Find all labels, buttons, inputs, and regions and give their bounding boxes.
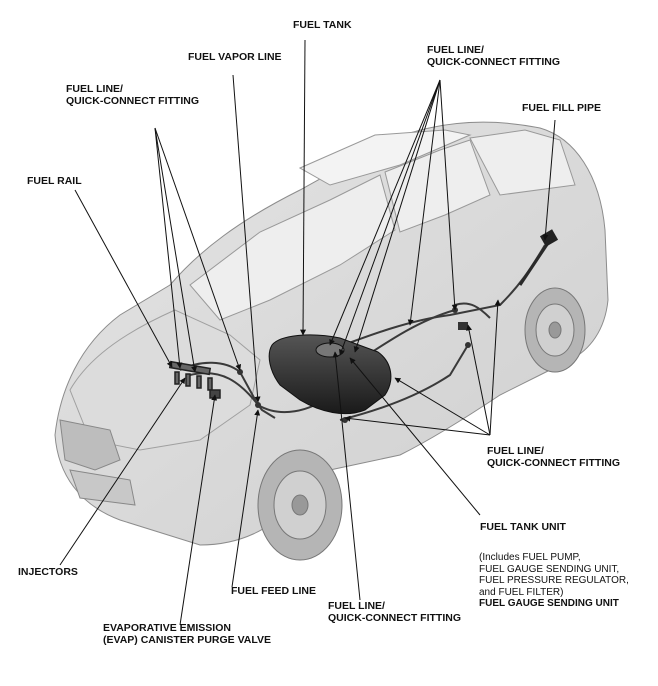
note-text-bold: FUEL GAUGE SENDING UNIT: [479, 598, 619, 609]
label-text: (EVAP) CANISTER PURGE VALVE: [103, 634, 272, 646]
car-grille: [59, 419, 136, 506]
note-text: FUEL GAUGE SENDING UNIT,: [479, 563, 620, 575]
label-text: QUICK-CONNECT FITTING: [66, 95, 199, 107]
label-text: FUEL LINE/: [427, 44, 484, 56]
fuel-tank-shape: [268, 334, 392, 415]
label-text: FUEL FILL PIPE: [522, 102, 601, 114]
label-text: FUEL RAIL: [27, 175, 82, 187]
label-text: FUEL VAPOR LINE: [188, 51, 282, 63]
label-text: EVAPORATIVE EMISSION: [103, 622, 231, 634]
label-qc-fitting-bottom: FUEL LINE/ QUICK-CONNECT FITTING: [328, 600, 461, 624]
label-text: FUEL LINE/: [487, 445, 544, 457]
label-text: QUICK-CONNECT FITTING: [328, 612, 461, 624]
label-fuel-fill-pipe: FUEL FILL PIPE: [522, 102, 601, 114]
label-fuel-tank: FUEL TANK: [293, 19, 352, 31]
note-text: and FUEL FILTER): [479, 586, 564, 598]
label-evap-purge-valve: EVAPORATIVE EMISSION (EVAP) CANISTER PUR…: [103, 622, 271, 646]
label-qc-fitting-mid-right: FUEL LINE/ QUICK-CONNECT FITTING: [487, 445, 620, 469]
label-fuel-vapor-line: FUEL VAPOR LINE: [188, 51, 282, 63]
car-glass: [189, 129, 576, 321]
label-text: QUICK-CONNECT FITTING: [427, 56, 560, 68]
label-text: FUEL TANK UNIT: [480, 521, 566, 533]
label-fuel-tank-unit: FUEL TANK UNIT: [480, 521, 566, 533]
label-text: FUEL TANK: [293, 19, 352, 31]
label-qc-fitting-top-right: FUEL LINE/ QUICK-CONNECT FITTING: [427, 44, 560, 68]
label-text: FUEL FEED LINE: [231, 585, 316, 597]
label-qc-fitting-top-left: FUEL LINE/ QUICK-CONNECT FITTING: [66, 83, 199, 107]
label-fuel-feed-line: FUEL FEED LINE: [231, 585, 316, 597]
leader-lines: [59, 39, 556, 626]
label-text: FUEL LINE/: [66, 83, 123, 95]
label-text: INJECTORS: [18, 566, 78, 578]
label-fuel-rail: FUEL RAIL: [27, 175, 82, 187]
note-text: FUEL PRESSURE REGULATOR,: [479, 575, 629, 586]
label-injectors: INJECTORS: [18, 566, 78, 578]
label-text: QUICK-CONNECT FITTING: [487, 457, 620, 469]
note-fuel-tank-unit-includes: (Includes FUEL PUMP, FUEL GAUGE SENDING …: [479, 552, 629, 610]
label-text: FUEL LINE/: [328, 600, 385, 612]
note-text: (Includes FUEL PUMP,: [479, 552, 581, 563]
wheels: [257, 287, 586, 561]
